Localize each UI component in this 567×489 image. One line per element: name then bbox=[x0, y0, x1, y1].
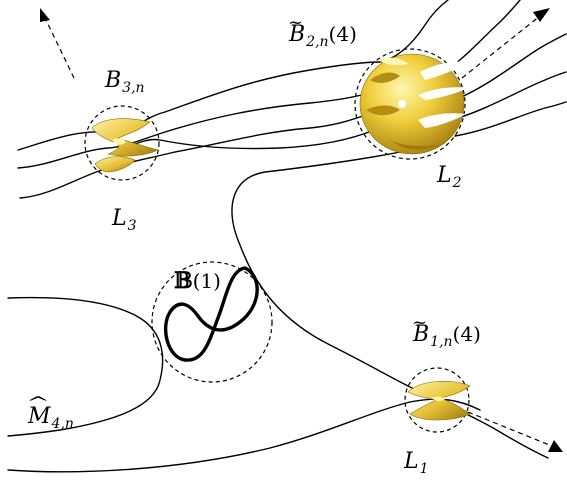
ball-b2 bbox=[354, 48, 466, 160]
strand-upper-left-1 bbox=[17, 61, 381, 151]
strand-lower-top bbox=[7, 296, 164, 437]
label-b3: B3,n bbox=[105, 68, 145, 96]
label-b2: ~B2,n(4) bbox=[288, 12, 357, 50]
arrow-upper-left bbox=[40, 8, 75, 79]
ball-b1 bbox=[404, 367, 470, 433]
arrow-upper-right bbox=[461, 8, 550, 79]
s-curve bbox=[231, 151, 549, 459]
arrow-lower-right bbox=[467, 411, 563, 452]
surface-b1 bbox=[407, 380, 471, 421]
label-l2: L2 bbox=[437, 163, 462, 191]
strand-upper-right-4 bbox=[457, 71, 567, 119]
label-l1: L1 bbox=[404, 449, 429, 477]
figure-eight bbox=[163, 266, 259, 362]
upper-left-strands bbox=[17, 61, 381, 199]
strand-upper-left-3 bbox=[19, 111, 375, 199]
strand-upper-left-4 bbox=[124, 129, 375, 150]
label-bb1: 𝔹(1) bbox=[174, 268, 221, 294]
label-l3: L3 bbox=[112, 206, 137, 234]
strand-upper-right-5 bbox=[454, 101, 567, 137]
strand-upper-right-1 bbox=[379, 0, 449, 63]
strand-upper-right-3 bbox=[454, 33, 567, 101]
surface-b2 bbox=[359, 53, 470, 155]
ball-b3 bbox=[84, 105, 160, 181]
label-m4: ^M4,n bbox=[26, 393, 74, 432]
label-b1: ~B1,n(4) bbox=[412, 312, 481, 350]
ball-bb1 bbox=[151, 261, 273, 383]
surface-b3 bbox=[91, 118, 159, 173]
strand-upper-left-2 bbox=[17, 91, 373, 169]
